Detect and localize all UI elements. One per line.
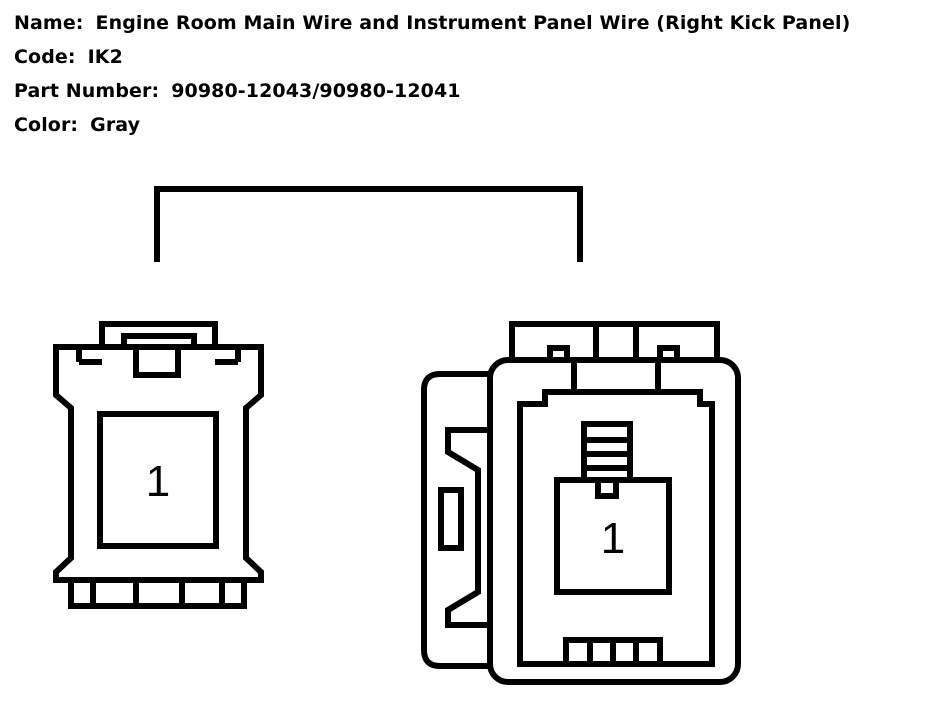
- right-top-latch: [509, 321, 720, 360]
- left-connector: [53, 321, 264, 609]
- right-pin-cavity: [554, 477, 672, 595]
- code-value: IK2: [87, 46, 123, 68]
- connector-info: Name: Engine Room Main Wire and Instrumen…: [14, 6, 850, 142]
- color-row: Color: Gray: [14, 108, 850, 142]
- code-row: Code: IK2: [14, 40, 850, 74]
- part-number-row: Part Number: 90980-12043/90980-12041: [14, 74, 850, 108]
- color-label: Color:: [14, 114, 79, 136]
- left-pin-cavity: [97, 411, 219, 549]
- connection-bracket: [154, 186, 583, 262]
- left-bottom-pegs: [68, 580, 247, 609]
- name-label: Name:: [14, 12, 84, 34]
- color-value: Gray: [90, 114, 141, 136]
- name-row: Name: Engine Room Main Wire and Instrumen…: [14, 6, 850, 40]
- name-value: Engine Room Main Wire and Instrument Pan…: [95, 12, 851, 34]
- part-number-label: Part Number:: [14, 80, 160, 102]
- left-top-latch: [99, 321, 218, 347]
- left-connector-body: [53, 344, 264, 583]
- code-label: Code:: [14, 46, 76, 68]
- right-connector: [421, 321, 741, 685]
- right-side-wing: [421, 371, 490, 669]
- right-connector-housing: [487, 357, 741, 685]
- right-pin-number: 1: [601, 514, 625, 563]
- part-number-value: 90980-12043/90980-12041: [171, 80, 461, 102]
- left-pin-number: 1: [146, 457, 170, 506]
